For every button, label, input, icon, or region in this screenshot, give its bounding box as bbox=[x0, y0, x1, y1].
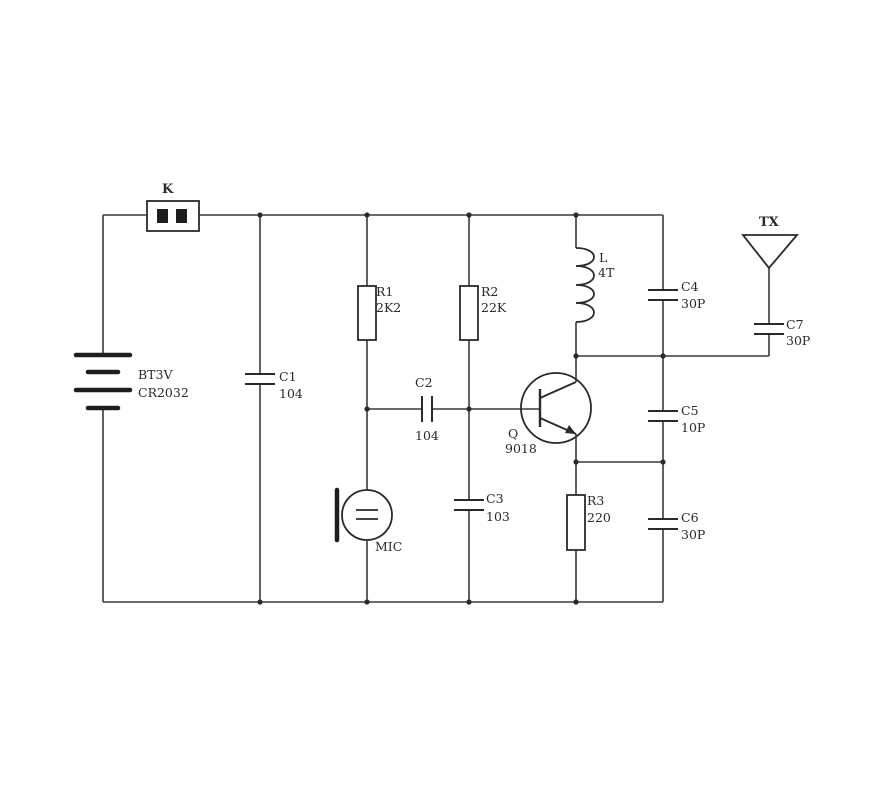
wiring bbox=[102, 214, 770, 603]
c3-label: C3 bbox=[486, 491, 504, 506]
resistor-r3: R3 220 bbox=[566, 493, 611, 551]
r3-value: 220 bbox=[587, 510, 611, 525]
inductor-label: L bbox=[599, 250, 607, 265]
c4-value: 30P bbox=[681, 296, 705, 311]
c7-value: 30P bbox=[786, 333, 810, 348]
c2-label: C2 bbox=[415, 375, 433, 390]
transistor-label: Q bbox=[508, 426, 518, 441]
battery-label: BT3V bbox=[138, 367, 173, 382]
c7-label: C7 bbox=[786, 317, 804, 332]
capacitor-c4: C4 30P bbox=[648, 279, 705, 311]
junctions bbox=[257, 212, 666, 605]
battery-bt3v: BT3V CR2032 bbox=[73, 352, 189, 411]
c1-label: C1 bbox=[279, 369, 297, 384]
r3-label: R3 bbox=[587, 493, 604, 508]
transistor-q: Q 9018 bbox=[505, 372, 592, 456]
capacitor-c5: C5 10P bbox=[648, 403, 705, 435]
resistor-r1: R1 2K2 bbox=[357, 284, 401, 341]
r2-label: R2 bbox=[481, 284, 498, 299]
capacitor-c1: C1 104 bbox=[245, 369, 303, 401]
capacitor-c6: C6 30P bbox=[648, 510, 705, 542]
c4-label: C4 bbox=[681, 279, 699, 294]
resistor-r2: R2 22K bbox=[459, 284, 507, 341]
microphone-mic: MIC bbox=[334, 487, 402, 554]
c2-value: 104 bbox=[415, 428, 439, 443]
c5-label: C5 bbox=[681, 403, 699, 418]
switch-label: K bbox=[162, 182, 174, 197]
capacitor-c3: C3 103 bbox=[454, 491, 510, 524]
c5-value: 10P bbox=[681, 420, 705, 435]
inductor-l: L 4T bbox=[575, 247, 615, 323]
c1-value: 104 bbox=[279, 386, 303, 401]
capacitor-c2: C2 104 bbox=[415, 375, 439, 443]
battery-value: CR2032 bbox=[138, 385, 189, 400]
antenna-label: TX bbox=[759, 215, 780, 230]
mic-label: MIC bbox=[375, 539, 402, 554]
c6-label: C6 bbox=[681, 510, 699, 525]
capacitor-c7: C7 30P bbox=[754, 317, 810, 348]
switch-k: K bbox=[146, 182, 200, 232]
r1-label: R1 bbox=[376, 284, 393, 299]
r1-value: 2K2 bbox=[376, 300, 401, 315]
c3-value: 103 bbox=[486, 509, 510, 524]
c6-value: 30P bbox=[681, 527, 705, 542]
inductor-value: 4T bbox=[598, 265, 615, 280]
transistor-value: 9018 bbox=[505, 441, 537, 456]
r2-value: 22K bbox=[481, 300, 507, 315]
antenna-tx: TX bbox=[741, 215, 799, 270]
